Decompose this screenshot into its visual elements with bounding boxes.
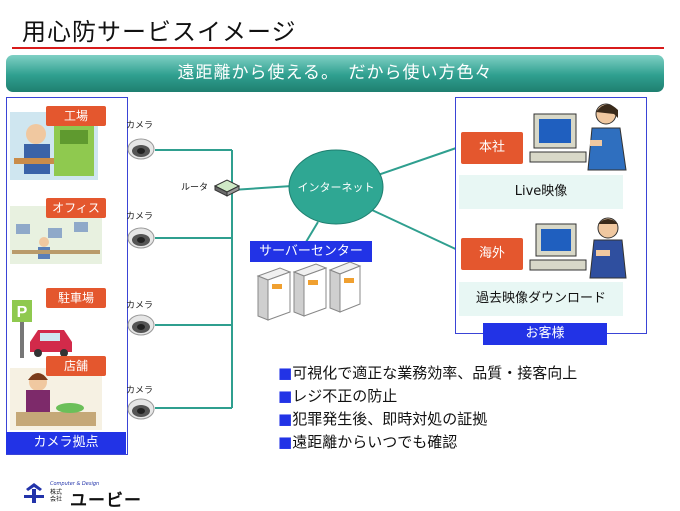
benefit-item: ■遠距離からいつでも確認 bbox=[278, 433, 458, 451]
company-logo-icon bbox=[24, 483, 44, 503]
overseas-user-illustration bbox=[529, 217, 627, 279]
page-title: 用心防サービスイメージ bbox=[22, 18, 297, 46]
server-center-label: サーバーセンター bbox=[250, 241, 372, 262]
camera-label-3: カメラ bbox=[126, 301, 154, 311]
router-icon bbox=[213, 179, 241, 197]
camera-sites-footer: カメラ拠点 bbox=[6, 432, 126, 454]
site-label-office: オフィス bbox=[46, 198, 106, 218]
internet-label: インターネット bbox=[297, 181, 375, 194]
parking-illustration: P bbox=[12, 300, 72, 358]
benefit-item: ■レジ不正の防止 bbox=[278, 387, 398, 405]
site-label-factory: 工場 bbox=[46, 106, 106, 126]
bullet-marker-icon: ■ bbox=[278, 410, 293, 428]
router-label: ルータ bbox=[181, 183, 209, 193]
overseas-output: 過去映像ダウンロード bbox=[459, 282, 623, 316]
banner-text: 遠距離から使える。 だから使い方色々 bbox=[177, 63, 493, 83]
hq-user-illustration bbox=[529, 103, 627, 171]
internet-cloud bbox=[288, 149, 384, 225]
router-internet-line bbox=[231, 185, 293, 191]
dome-camera-3-icon bbox=[127, 314, 155, 336]
bullet-marker-icon: ■ bbox=[278, 433, 293, 451]
servers-icon bbox=[256, 262, 362, 321]
hq-output: Live映像 bbox=[459, 175, 623, 209]
bullet-marker-icon: ■ bbox=[278, 364, 293, 382]
dome-camera-4-icon bbox=[127, 398, 155, 420]
benefit-item: ■可視化で適正な業務効率、品質・接客向上 bbox=[278, 364, 578, 382]
svg-text:P: P bbox=[17, 304, 28, 321]
camera-label-4: カメラ bbox=[126, 386, 154, 396]
server-unit bbox=[292, 263, 328, 317]
benefit-item: ■犯罪発生後、即時対処の証拠 bbox=[278, 410, 488, 428]
dome-camera-1-icon bbox=[127, 138, 155, 160]
title-rule bbox=[12, 47, 664, 49]
camera-label-1: カメラ bbox=[126, 121, 154, 131]
logo-tagline: Computer & Design bbox=[50, 481, 100, 487]
shop-illustration bbox=[10, 368, 102, 430]
server-unit bbox=[328, 262, 362, 313]
customer-panel-footer: お客様 bbox=[483, 323, 607, 345]
site-label-shop: 店舗 bbox=[46, 356, 106, 376]
server-unit bbox=[256, 267, 292, 321]
logo-prefix: 株式会社 bbox=[50, 489, 63, 503]
overseas-label: 海外 bbox=[461, 238, 523, 270]
camera-label-2: カメラ bbox=[126, 212, 154, 222]
logo-name: ユービー bbox=[70, 491, 142, 511]
hq-label: 本社 bbox=[461, 132, 523, 164]
internet-overseas-line bbox=[371, 209, 463, 253]
bullet-marker-icon: ■ bbox=[278, 387, 293, 405]
dome-camera-2-icon bbox=[127, 227, 155, 249]
site-label-parking: 駐車場 bbox=[46, 288, 106, 308]
internet-hq-line bbox=[377, 145, 463, 176]
banner bbox=[6, 55, 664, 92]
